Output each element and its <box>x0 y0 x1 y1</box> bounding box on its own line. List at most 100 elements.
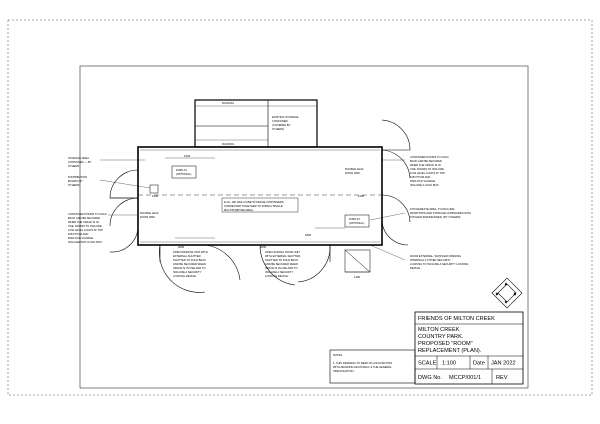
scale-label: SCALE <box>418 361 437 367</box>
note-line: SPACE IS IN USE AND TO <box>265 266 298 270</box>
note-line: KITCHEN SINK/DRAINER. (BY OTHERS). <box>410 215 461 219</box>
note-line: & BOTTOM AND <box>68 232 88 236</box>
drawing-number: MCCP/001/1 <box>449 375 481 381</box>
note-line: USE. DOORS TO INCLUDE <box>410 167 444 171</box>
dim-label: 2600 <box>260 245 267 249</box>
note-line: DEVICE. <box>410 266 421 270</box>
note-line: WHEN THE SPACE IS IN <box>410 163 441 167</box>
center-note-line: CONNECTED TOGETHER TO FORM A SINGLE <box>224 204 283 208</box>
racking-label-top: RACKING <box>222 101 234 105</box>
note-line: INCLUDE WITH LOCK BOX. <box>68 240 103 244</box>
notes-line: WITH DRAWING MCCP/001/1 & THE GENERAL <box>333 365 392 369</box>
note-line: WITH EXTERNAL SHUTTER. <box>265 254 301 258</box>
note-line: DISTRIBUTION <box>68 175 87 179</box>
dimensions: 1200 1800 2600 1200 2600 1200 1100 <box>152 154 370 279</box>
note-line: WORKTOPS AND STORAGE CUPBOARDS WITH <box>410 211 471 215</box>
dim-label: 1200 <box>184 154 191 158</box>
note-line: LOW LEVEL LOCKS AT TOP <box>68 228 103 232</box>
note-line: EXTERNAL SHUTTER. <box>173 254 202 258</box>
org-name: FRIENDS OF MILTON CREEK <box>418 316 495 322</box>
storage-note-line: (COVERED BY <box>272 123 291 127</box>
bottom-door-swings <box>159 244 331 293</box>
north-arrow-letter: B <box>514 292 516 296</box>
note-line: DOUBLE LEAF <box>140 211 159 215</box>
note-line: LOW LEVEL LOCKS AT TOP <box>410 171 445 175</box>
note-line: PADLOCK/ HANDLE. <box>68 236 94 240</box>
dim-label: 2600 <box>178 245 185 249</box>
storage-note-line: CONTAINER <box>272 119 288 123</box>
display-fittings: DISPLAY (OPTIONAL) DISPLAY (OPTIONAL) <box>149 165 370 228</box>
note-line: DOUBLE LEAF <box>345 167 364 171</box>
note-line: OTHERS) <box>68 183 80 187</box>
center-note: E No. 40ft HIGH CUBE STORAGE CONTAINERS … <box>221 197 299 213</box>
dim-label: 1200 <box>358 194 365 198</box>
note-line: STORAGE AREA <box>68 156 89 160</box>
note-line: LOCKING TO INCLUDE A SECURITY LOCKING <box>410 262 468 266</box>
note-line: LOCKING DEVICE. <box>265 274 289 278</box>
note-line: BACK AND BE SECURED <box>410 159 442 163</box>
center-note-line: MULTIPURPOSE AREA. <box>224 208 254 212</box>
note-line: SPACE IS IN USE AND TO <box>173 266 206 270</box>
date-value: JAN 2022 <box>491 361 516 367</box>
display-label: (OPTIONAL) <box>176 172 191 176</box>
title-line: PROPOSED "ROOM" <box>418 341 473 347</box>
storage-container: RACKING RACKING EXISTING STORAGE CONTAIN… <box>194 99 318 148</box>
drawing-number-label: DWG No. <box>418 375 442 381</box>
note-line: INCLUDE A LOCK BOX. <box>410 183 440 187</box>
note-line: INTERNALLY FITTED SECURITY <box>410 258 451 262</box>
note-line: OPEN SLIDING DOOR UNIT <box>265 250 300 254</box>
note-line: AND BE SECURED WHEN <box>173 262 206 266</box>
notes-line: 1. THIS DRAWING TO READ IN CONJUNCTION <box>333 361 392 365</box>
note-line: DOOR 1800. <box>140 215 156 219</box>
bottom-notes: OPEN WINDOW UNIT WITH EXTERNAL SHUTTER. … <box>173 250 301 278</box>
scale-value: 1:100 <box>442 361 456 367</box>
notes-line: SPECIFICATION. <box>333 369 354 373</box>
center-note-line: E No. 40ft HIGH CUBE STORAGE CONTAINERS <box>224 200 284 204</box>
title-block: FRIENDS OF MILTON CREEK MILTON CREEK COU… <box>414 311 524 385</box>
note-line: INCLUDE A SECURITY <box>265 270 294 274</box>
title-line: REPLACEMENT (PLAN). <box>418 348 482 354</box>
title-line: MILTON CREEK <box>418 327 460 333</box>
dim-label: 1100 <box>354 275 360 279</box>
note-line: OTHERS. <box>68 164 80 168</box>
left-door-swings <box>109 169 139 253</box>
note-line: OPEN WINDOW UNIT WITH <box>173 250 208 254</box>
note-line: USE. DOORS TO INCLUDE <box>68 224 102 228</box>
racking-label-bottom: RACKING <box>222 142 234 146</box>
note-line: SHUTTER TO FOLD BACK <box>265 258 298 262</box>
note-line: BACK AND BE SECURED <box>68 216 100 220</box>
note-line: LOCKING DEVICE. <box>173 274 197 278</box>
revision-label: REV <box>496 375 508 381</box>
note-line: DOOR EXTERNAL, SUPPLIED OPENING <box>410 254 461 258</box>
leader-lines <box>99 159 406 261</box>
note-line: CONTAINER — BY <box>68 160 92 164</box>
note-line: DOOR 1800. <box>345 171 361 175</box>
main-container-outline <box>137 146 383 246</box>
left-notes: STORAGE AREA CONTAINER — BY OTHERS. DIST… <box>68 156 159 244</box>
note-line: KITCHENETTE AREA, TO INCLUDE <box>410 207 454 211</box>
north-arrow-letter: D <box>496 292 498 296</box>
drawing-sheet <box>7 19 593 396</box>
display-label: DISPLAY <box>176 168 187 172</box>
storage-note-line: EXISTING STORAGE <box>272 115 299 119</box>
notes-box: NOTES 1. THIS DRAWING TO READ IN CONJUNC… <box>329 349 416 384</box>
note-line: SHUTTER TO FOLD BACK <box>173 258 206 262</box>
north-arrow-letter: A <box>505 282 507 286</box>
note-line: PADLOCK/ HANDLE. <box>410 179 436 183</box>
note-line: CONTAINER DOORS TO FOLD <box>410 155 449 159</box>
note-line: INCLUDE A SECURITY <box>173 270 202 274</box>
note-line: & BOTTOM AND <box>410 175 430 179</box>
note-line: BOARD (BY <box>68 179 83 183</box>
notes-heading: NOTES <box>333 353 342 357</box>
title-line: COUNTRY PARK. <box>418 334 464 340</box>
storage-note-line: OTHERS) <box>272 127 284 131</box>
dim-label: 1200 <box>152 194 159 198</box>
dim-label: 1800 <box>305 233 312 237</box>
right-door-swings <box>381 119 411 246</box>
display-label: DISPLAY <box>349 217 360 221</box>
note-line: WHEN THE SPACE IS IN <box>68 220 99 224</box>
display-label: (OPTIONAL) <box>349 221 364 225</box>
note-line: AND BE SECURED WHEN <box>265 262 298 266</box>
north-arrow-letter: C <box>505 300 507 304</box>
